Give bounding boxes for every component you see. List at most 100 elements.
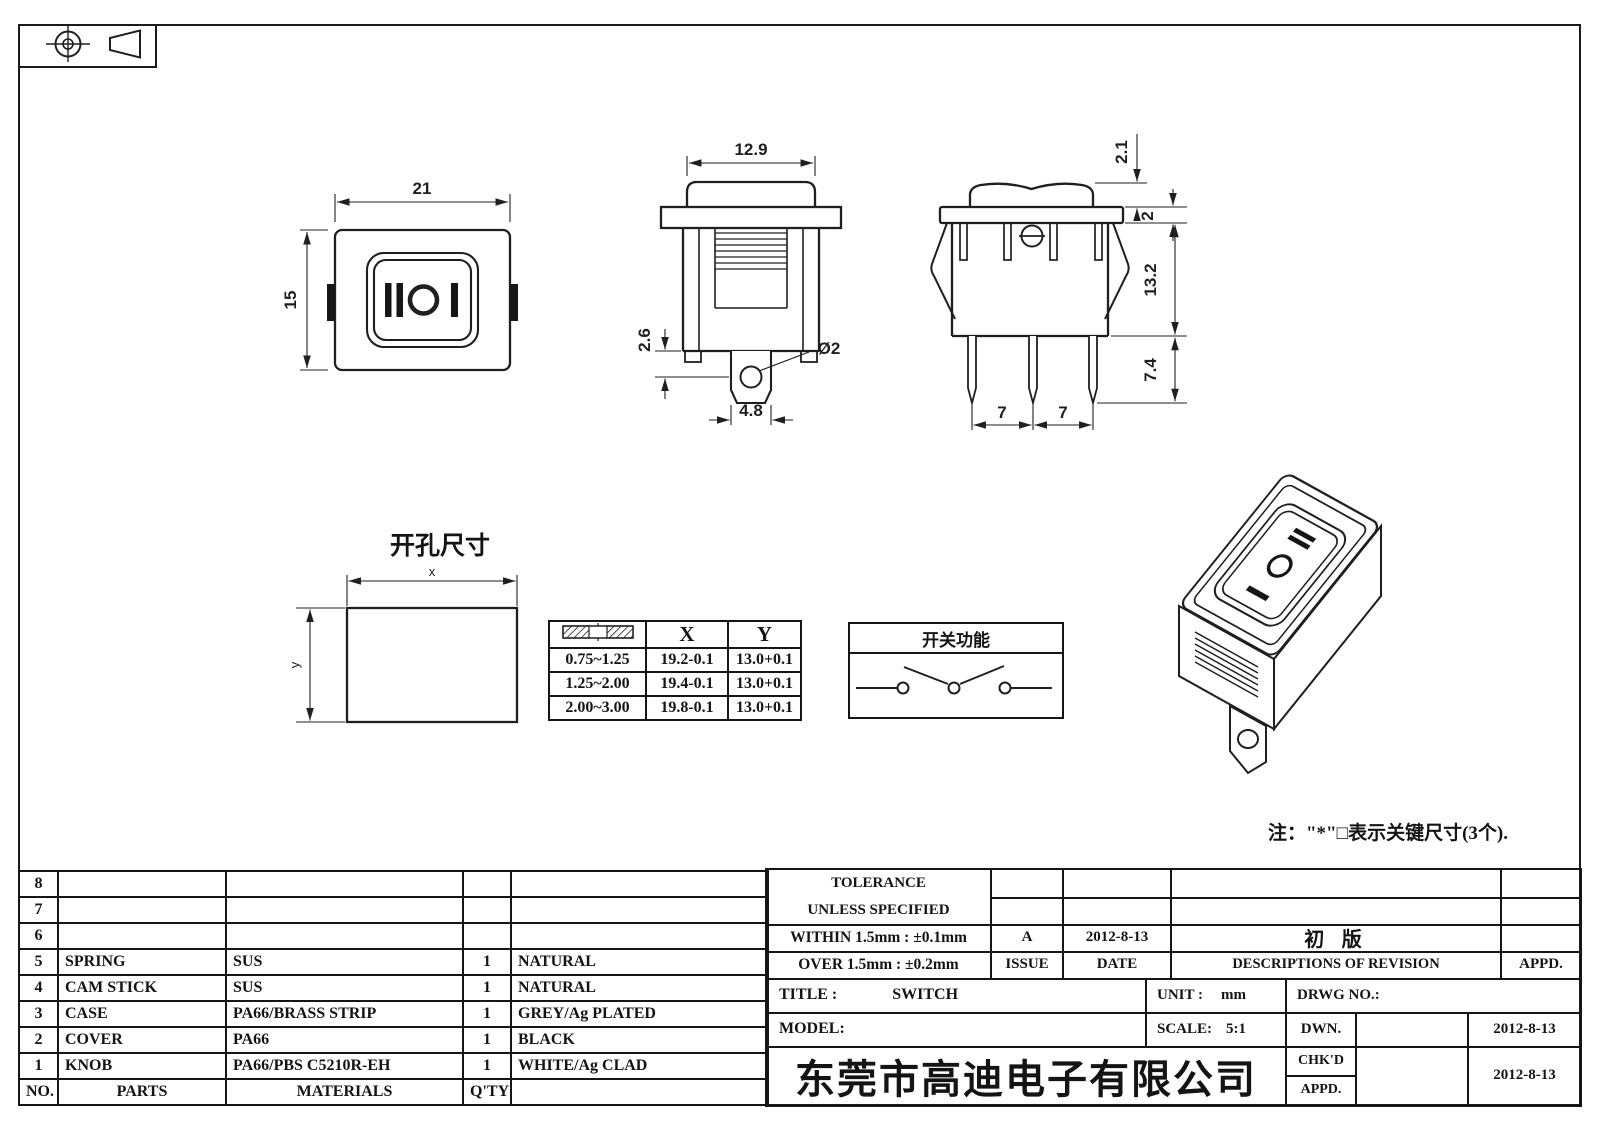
isometric-view-drawing xyxy=(1178,474,1382,775)
company-name: 东莞市高迪电子有限公司 xyxy=(795,1057,1257,1102)
dim-end-pitch-left: 7 xyxy=(997,403,1006,422)
projection-symbol-box xyxy=(18,24,157,68)
bom-part: CASE xyxy=(57,1000,227,1028)
thickness-range: 1.25~2.00 xyxy=(548,671,647,697)
scale-cell: SCALE: 5:1 xyxy=(1147,1012,1295,1046)
bom-part: SPRING xyxy=(57,948,227,976)
bom-material xyxy=(225,896,464,924)
bom-no: 2 xyxy=(18,1026,59,1054)
bom-qty: 1 xyxy=(462,974,512,1002)
x-value: 19.4-0.1 xyxy=(645,671,729,697)
bom-qty xyxy=(462,896,512,924)
bom-header-no: NO. xyxy=(18,1078,59,1106)
table-row: 7 xyxy=(18,896,769,924)
panel-thickness-cell xyxy=(548,620,647,649)
bom-material: PA66/PBS C5210R-EH xyxy=(225,1052,464,1080)
bom-part: KNOB xyxy=(57,1052,227,1080)
dim-side-hole: Ø2 xyxy=(818,339,841,358)
bom-no: 6 xyxy=(18,922,59,950)
drwg-no-cell: DRWG NO.: xyxy=(1297,986,1380,1003)
dim-side-offset: 2.6 xyxy=(635,328,654,352)
y-value: 13.0+0.1 xyxy=(727,695,802,721)
bom-no: 7 xyxy=(18,896,59,924)
bom-header-parts: PARTS xyxy=(57,1078,227,1106)
chkd-label: CHK'D xyxy=(1298,1052,1344,1068)
bom-qty: 1 xyxy=(462,1026,512,1054)
tolerance-title-line2: UNLESS SPECIFIED xyxy=(807,902,950,918)
appd-label: APPD. xyxy=(1300,1082,1342,1097)
key-dimension-note: 注："*"□表示关键尺寸(3个). xyxy=(1268,823,1508,844)
revision-description-label: DESCRIPTIONS OF REVISION xyxy=(1232,956,1440,972)
bom-header-qty: Q'TY xyxy=(462,1078,512,1106)
dim-front-height: 15 xyxy=(281,291,300,310)
unit-cell: UNIT : mm xyxy=(1147,978,1295,1012)
scale-label: SCALE: xyxy=(1157,1020,1213,1037)
bom-qty: 1 xyxy=(462,1000,512,1028)
panel-xy-table: X Y 0.75~1.25 19.2-0.1 13.0+0.1 1.25~2.0… xyxy=(548,620,802,721)
bom-qty xyxy=(462,922,512,950)
bom-color: NATURAL xyxy=(510,974,769,1002)
bom-material xyxy=(225,922,464,950)
bom-part xyxy=(57,922,227,950)
dwn-label: DWN. xyxy=(1300,1020,1342,1037)
bom-material: SUS xyxy=(225,974,464,1002)
issue-value: A xyxy=(1021,929,1033,945)
issue-date-value: 2012-8-13 xyxy=(1085,929,1149,945)
x-value: 19.8-0.1 xyxy=(645,695,729,721)
revision-description-value: 初 版 xyxy=(1304,929,1368,951)
bom-color xyxy=(510,922,769,950)
mount-tab-left xyxy=(327,284,335,321)
dim-end-pitch-right: 7 xyxy=(1058,403,1067,422)
title-revision-block: TOLERANCE UNLESS SPECIFIED WITHIN 1.5mm … xyxy=(765,868,1582,1107)
table-row: 6 xyxy=(18,922,769,950)
cutout-x-label: x xyxy=(429,564,436,579)
dim-side-width: 12.9 xyxy=(734,140,767,159)
bom-part xyxy=(57,896,227,924)
switch-function-box: 开关功能 xyxy=(848,622,1064,719)
mount-tab-right xyxy=(510,284,518,321)
end-view-drawing: 2.1 2 13.2 7.4 7 7 xyxy=(930,134,1187,430)
bom-qty xyxy=(462,870,512,898)
cutout-y-label: y xyxy=(287,661,302,668)
bom-no: 8 xyxy=(18,870,59,898)
date-label: DATE xyxy=(1096,956,1138,972)
tolerance-over: OVER 1.5mm : ±0.2mm xyxy=(798,955,959,973)
bom-qty: 1 xyxy=(462,948,512,976)
model-cell: MODEL: xyxy=(779,1020,845,1037)
bom-material: PA66 xyxy=(225,1026,464,1054)
bom-no: 5 xyxy=(18,948,59,976)
table-row: 2.00~3.00 19.8-0.1 13.0+0.1 xyxy=(548,695,802,721)
thickness-range: 0.75~1.25 xyxy=(548,647,647,673)
bom-color: BLACK xyxy=(510,1026,769,1054)
cutout-title: 开孔尺寸 xyxy=(389,532,490,560)
scale-value: 5:1 xyxy=(1226,1020,1247,1037)
dim-end-terminal: 7.4 xyxy=(1141,358,1160,382)
table-row: 0.75~1.25 19.2-0.1 13.0+0.1 xyxy=(548,647,802,673)
tolerance-title-line1: TOLERANCE xyxy=(831,875,926,891)
bom-color xyxy=(510,896,769,924)
dim-end-body: 13.2 xyxy=(1141,263,1160,296)
thickness-range: 2.00~3.00 xyxy=(548,695,647,721)
title-value: SWITCH xyxy=(892,986,959,1003)
title-row: TITLE : SWITCH xyxy=(767,978,1157,1012)
front-view-drawing: 21 15 xyxy=(281,179,518,372)
bom-header-materials: MATERIALS xyxy=(225,1078,464,1106)
table-row: 8 xyxy=(18,870,769,898)
tolerance-within: WITHIN 1.5mm : ±0.1mm xyxy=(790,928,967,946)
title-label: TITLE : xyxy=(779,986,838,1003)
y-value: 13.0+0.1 xyxy=(727,647,802,673)
side-view-drawing: 12.9 2.6 Ø2 4.8 xyxy=(635,140,843,425)
panel-thickness-icon xyxy=(561,623,634,641)
dim-front-width: 21 xyxy=(413,179,432,198)
cutout-drawing: x y xyxy=(287,564,519,724)
bom-no: 3 xyxy=(18,1000,59,1028)
col-header-y: Y xyxy=(727,620,802,649)
bom-part: CAM STICK xyxy=(57,974,227,1002)
bom-material: SUS xyxy=(225,948,464,976)
